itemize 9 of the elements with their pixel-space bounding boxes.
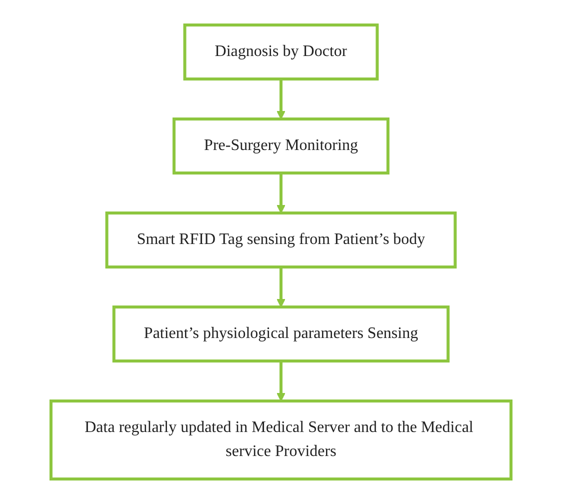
node-box: Smart RFID Tag sensing from Patient’s body <box>105 211 457 268</box>
arrow <box>276 266 286 307</box>
node-box: Data regularly updated in Medical Server and to the Medical service Providers <box>50 399 512 480</box>
node-box: Patient’s physiological parameters Sensing <box>112 305 450 362</box>
node-box: Diagnosis by Doctor <box>183 23 379 80</box>
arrow <box>276 172 286 213</box>
arrow <box>276 78 286 119</box>
arrow <box>276 360 286 401</box>
node-box: Pre-Surgery Monitoring <box>172 117 390 174</box>
